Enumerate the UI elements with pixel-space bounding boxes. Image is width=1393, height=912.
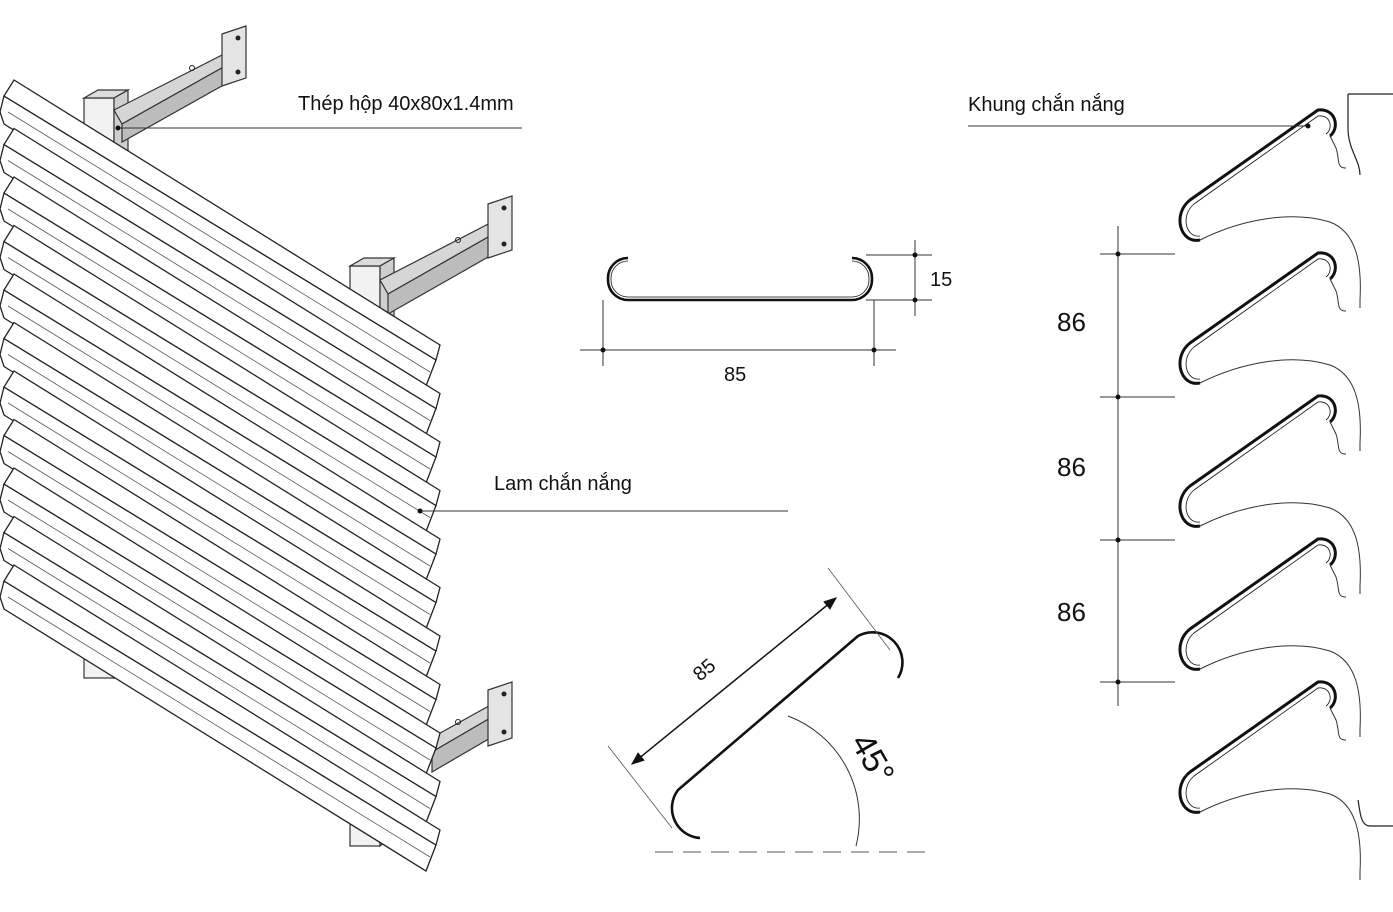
steel-bracket-bottom [423,681,513,774]
side-elevation: Khung chắn nắng 86 86 86 [968,93,1393,880]
louver-slat [0,321,441,630]
profile-width-label: 85 [724,364,746,386]
louver-callout: Lam chắn nắng [417,472,788,514]
louver-slat [0,515,441,824]
side-slat-profile [1178,537,1361,737]
louver-slat [0,79,441,387]
side-slats [1178,108,1361,880]
spacing-label-2: 86 [1057,452,1086,482]
side-slat-profile [1178,394,1361,594]
side-slat-profile [1178,108,1361,308]
louver-slats [0,79,441,872]
steel-bracket-middle [379,195,513,316]
louver-slat [0,564,441,872]
louver-slat [0,224,441,533]
steel-box-label: Thép hộp 40x80x1.4mm [298,93,514,115]
louver-label: Lam chắn nắng [494,472,632,495]
side-slat-profile [1178,680,1361,880]
frame-label: Khung chắn nắng [968,93,1125,116]
steel-box-callout: Thép hộp 40x80x1.4mm [115,93,522,131]
rotated-length-label: 85 [689,655,720,686]
steel-bracket-top [113,25,247,144]
spacing-label-3: 86 [1057,597,1086,627]
louver-slat [0,127,441,436]
louver-slat [0,273,441,581]
profile-height-label: 15 [930,269,952,291]
profile-section: 85 15 [580,240,952,386]
side-slat-profile [1178,251,1361,451]
angle-label: 45° [843,727,902,791]
isometric-louver-assembly [0,25,513,872]
spacing-label-1: 86 [1057,307,1086,337]
louver-slat [0,176,441,484]
rotated-section: 85 45° [607,567,925,853]
louver-slat [0,370,441,678]
